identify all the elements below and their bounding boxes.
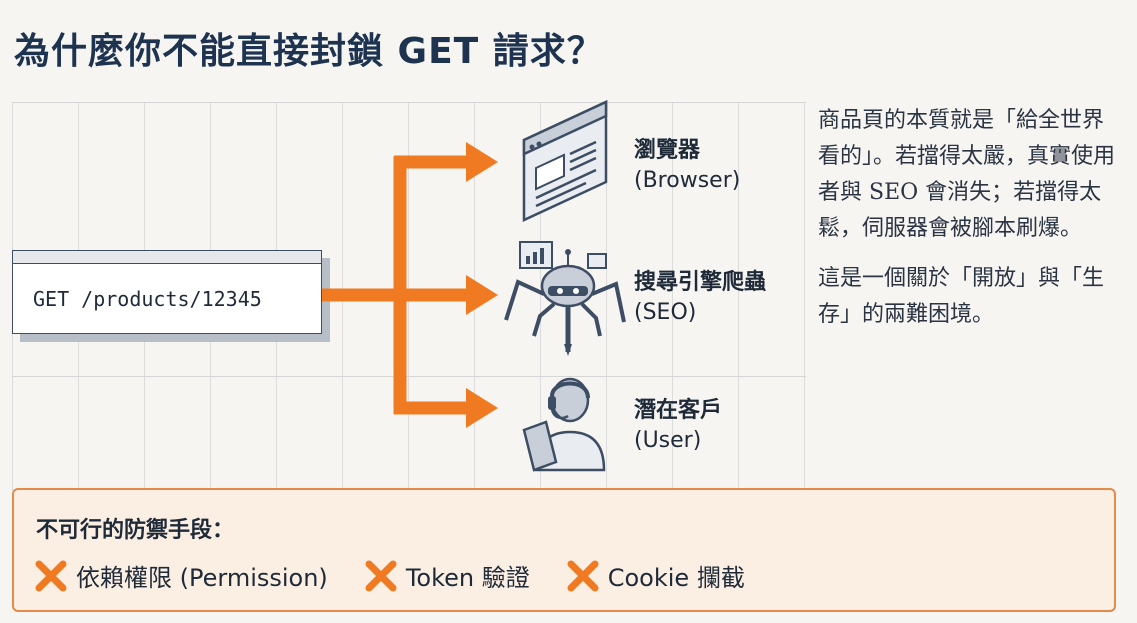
customer-headset-icon <box>520 366 606 478</box>
defense-item: Cookie 攔截 <box>566 558 745 593</box>
target-label-en: (SEO) <box>634 300 697 325</box>
arrowhead-browser <box>466 142 498 182</box>
target-label-en: (User) <box>634 428 702 453</box>
target-label-user: 潛在客戶 (User) <box>634 396 722 456</box>
defense-item-label: Token 驗證 <box>405 564 530 592</box>
target-label-zh: 瀏覽器 <box>634 138 701 163</box>
target-label-browser: 瀏覽器 (Browser) <box>634 136 740 196</box>
cross-icon <box>365 560 397 591</box>
description-text: 商品頁的本質就是「給全世界看的」。若擋得太嚴，真實使用者與 SEO 會消失；若擋… <box>818 103 1118 347</box>
defense-item: 依賴權限 (Permission) <box>34 558 328 593</box>
description-paragraph-1: 商品頁的本質就是「給全世界看的」。若擋得太嚴，真實使用者與 SEO 會消失；若擋… <box>818 108 1116 241</box>
request-box: GET /products/12345 <box>12 250 322 334</box>
page-title: 為什麼你不能直接封鎖 GET 請求？ <box>14 31 604 72</box>
crawler-robot-icon <box>500 236 630 362</box>
cross-icon <box>35 560 67 591</box>
arrowhead-user <box>466 388 498 428</box>
cross-icon <box>567 560 599 591</box>
defense-title: 不可行的防禦手段： <box>36 518 235 543</box>
browser-window-icon <box>516 98 612 228</box>
arrowhead-seo <box>466 275 498 315</box>
description-paragraph-2: 這是一個關於「開放」與「生存」的兩難困境。 <box>818 266 1105 327</box>
defense-list: 依賴權限 (Permission) Token 驗證 Cookie 攔截 <box>34 558 745 593</box>
defense-panel: 不可行的防禦手段： 依賴權限 (Permission) Token 驗證 Coo… <box>12 488 1116 612</box>
target-label-en: (Browser) <box>634 168 741 193</box>
defense-item-label: Cookie 攔截 <box>607 564 745 592</box>
target-label-zh: 潛在客戶 <box>634 398 723 423</box>
target-label-seo: 搜尋引擎爬蟲 (SEO) <box>634 268 766 328</box>
request-text: GET /products/12345 <box>33 287 262 311</box>
target-label-zh: 搜尋引擎爬蟲 <box>634 270 767 295</box>
defense-item-label: 依賴權限 (Permission) <box>76 564 328 592</box>
defense-item: Token 驗證 <box>364 558 530 593</box>
request-box-titlebar <box>13 251 321 264</box>
